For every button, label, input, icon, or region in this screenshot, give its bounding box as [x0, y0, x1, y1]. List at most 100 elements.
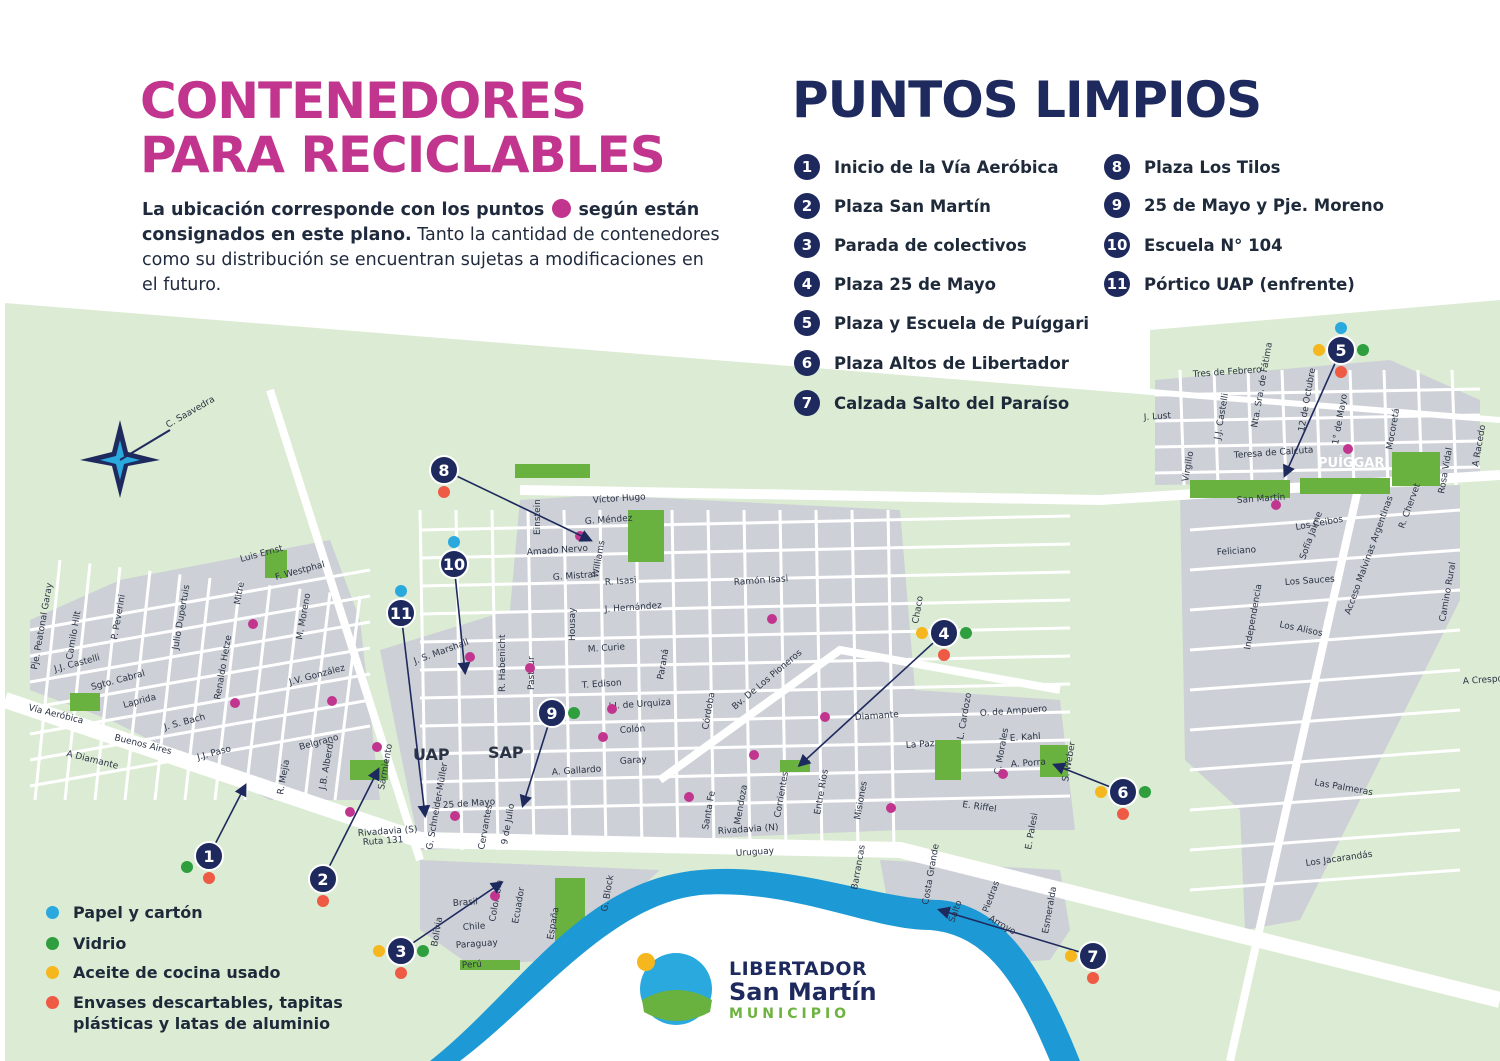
legend-swatch-icon — [46, 996, 59, 1009]
clean-point-number: 11 — [1104, 271, 1130, 297]
marker-dot-envases — [1335, 366, 1347, 378]
street-line — [1189, 828, 1461, 852]
street-label: Einstein — [533, 499, 543, 535]
street-line — [778, 509, 788, 851]
street-label: Perú — [462, 960, 483, 971]
marker-arrow — [519, 712, 553, 809]
marker-dot-vidrio — [1139, 786, 1151, 798]
marker-arrow — [400, 612, 431, 819]
street-line — [1189, 788, 1461, 812]
street-label: A Crespo — [1463, 674, 1500, 687]
park — [1190, 480, 1290, 498]
legend-item-envases: Envases descartables, tapitas plásticas … — [46, 992, 406, 1034]
street-label: R. Isasi — [605, 576, 637, 588]
container-dot — [230, 698, 240, 708]
containers-title-line2: PARA RECICLABLES — [140, 126, 666, 184]
marker-dot-vidrio — [417, 945, 429, 957]
clean-point-number: 7 — [794, 390, 820, 416]
clean-point-number: 3 — [794, 232, 820, 258]
railway-road — [4, 297, 1500, 423]
marker-arrow — [322, 767, 380, 880]
marker-arrow — [400, 881, 504, 952]
park — [515, 464, 590, 478]
map-marker-10: 10 — [439, 536, 471, 676]
marker-badge — [429, 455, 459, 485]
street-label: Chile — [463, 921, 487, 933]
street-line — [1189, 548, 1461, 572]
compass-icon — [80, 420, 171, 498]
marker-dot-papel — [395, 585, 407, 597]
legend-swatch-icon — [46, 966, 59, 979]
street-line — [213, 581, 242, 801]
ruta-131-road — [2, 692, 1500, 1008]
marker-dot-aceite — [1065, 950, 1077, 962]
street-label: Diamante — [855, 710, 900, 723]
description-bold-1: La ubicación corresponde con los puntos — [142, 200, 545, 220]
container-dot — [998, 769, 1008, 779]
marker-badge — [1108, 777, 1138, 807]
marker-badge — [194, 841, 224, 871]
marker-dot-aceite — [373, 945, 385, 957]
map-marker-3: 3 — [373, 881, 504, 979]
logo-line-3: MUNICIPIO — [729, 1006, 851, 1022]
container-dot — [372, 742, 382, 752]
street-label: J. Hernández — [604, 601, 663, 615]
street-line — [273, 588, 302, 801]
legend-item-vidrio: Vidrio — [46, 933, 126, 954]
marker-dot-envases — [1087, 972, 1099, 984]
street-line — [333, 595, 362, 801]
container-dot — [684, 792, 694, 802]
street-label: Víctor Hugo — [593, 492, 647, 506]
street-line — [706, 509, 716, 851]
street-line — [814, 509, 824, 851]
marker-number: 11 — [390, 604, 412, 623]
marker-number: 4 — [938, 624, 949, 643]
street-label: Pasteur — [527, 656, 537, 690]
street-line — [1189, 748, 1461, 772]
legend-item-papel: Papel y cartón — [46, 902, 203, 923]
park — [460, 960, 520, 970]
container-dot — [886, 803, 896, 813]
park — [780, 760, 810, 772]
marker-number: 6 — [1117, 783, 1128, 802]
container-dot — [525, 663, 535, 673]
clean-point-name: Calzada Salto del Paraíso — [834, 393, 1070, 413]
marker-badge — [386, 598, 416, 628]
street-label: Housay — [568, 607, 578, 641]
marker-arrow — [936, 906, 1094, 957]
clean-point-name: Pórtico UAP (enfrente) — [1144, 274, 1355, 294]
street-line — [419, 542, 1071, 560]
street-label: E. Kahl — [1010, 732, 1041, 744]
street-label: Paraguay — [456, 938, 499, 951]
marker-dot-vidrio — [568, 707, 580, 719]
clean-points-title: PUNTOS LIMPIOS — [792, 71, 1262, 129]
street-line — [419, 598, 1071, 616]
container-dot — [327, 696, 337, 706]
container-dot — [1343, 444, 1353, 454]
street-line — [29, 724, 371, 788]
marker-badge — [308, 864, 338, 894]
marker-number: 8 — [438, 461, 449, 480]
park — [1300, 478, 1390, 494]
street-line — [1212, 369, 1220, 486]
marker-number: 7 — [1087, 947, 1098, 966]
description-rest: Tanto la cantidad de contenedores como s… — [142, 225, 720, 295]
clean-point-number: 9 — [1104, 192, 1130, 218]
park — [1392, 452, 1440, 486]
park — [265, 550, 287, 578]
street-line — [1382, 369, 1390, 486]
container-dot — [820, 712, 830, 722]
area-label-uap: UAP — [413, 745, 450, 764]
street-line — [670, 509, 680, 851]
street-line — [29, 698, 371, 762]
marker-badge — [1326, 335, 1356, 365]
marker-dot-aceite — [1313, 344, 1325, 356]
area-label-puiggari: PUÍGGARI — [1318, 455, 1389, 471]
legend-label: Vidrio — [73, 934, 127, 953]
street-line — [1314, 369, 1322, 486]
